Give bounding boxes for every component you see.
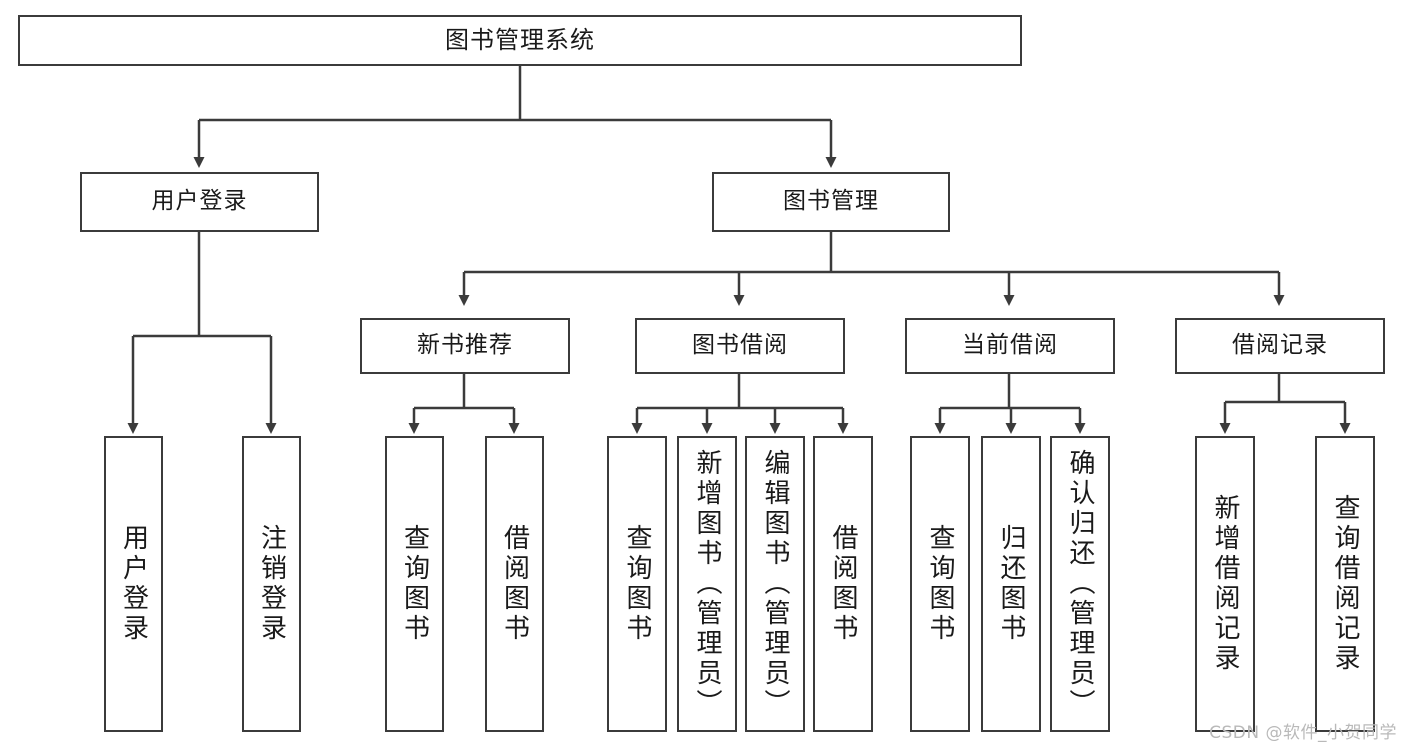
node-label: 归还图书 xyxy=(996,524,1026,644)
node-new-book-recommend[interactable]: 新书推荐 xyxy=(360,318,570,374)
node-label: 借阅图书 xyxy=(499,524,530,644)
node-label: 新增借阅记录 xyxy=(1210,494,1240,674)
leaf-borrow-borrow-book[interactable]: 借阅图书 xyxy=(813,436,873,732)
node-label: 图书管理 xyxy=(783,188,879,215)
node-user-login[interactable]: 用户登录 xyxy=(80,172,319,232)
leaf-record-query-record[interactable]: 查询借阅记录 xyxy=(1315,436,1375,732)
leaf-record-add-record[interactable]: 新增借阅记录 xyxy=(1195,436,1255,732)
node-label: 新书推荐 xyxy=(417,332,513,359)
node-current-borrow[interactable]: 当前借阅 xyxy=(905,318,1115,374)
node-label: 图书管理系统 xyxy=(445,26,595,55)
leaf-current-query-book[interactable]: 查询图书 xyxy=(910,436,970,732)
node-label: 图书借阅 xyxy=(692,332,788,359)
leaf-user-login-logout[interactable]: 注销登录 xyxy=(242,436,301,732)
node-label: 新增图书（管理员） xyxy=(692,449,722,719)
node-label: 注销登录 xyxy=(256,524,287,644)
node-label: 查询图书 xyxy=(399,524,430,644)
node-label: 用户登录 xyxy=(151,188,248,215)
leaf-borrow-edit-book-admin[interactable]: 编辑图书（管理员） xyxy=(745,436,805,732)
leaf-user-login-login[interactable]: 用户登录 xyxy=(104,436,163,732)
leaf-current-return-book[interactable]: 归还图书 xyxy=(981,436,1041,732)
node-label: 用户登录 xyxy=(118,524,149,644)
node-borrow-record[interactable]: 借阅记录 xyxy=(1175,318,1385,374)
csdn-watermark: CSDN @软件_小贺同学 xyxy=(1209,723,1397,743)
node-book-management[interactable]: 图书管理 xyxy=(712,172,950,232)
node-label: 查询图书 xyxy=(925,524,955,644)
node-label: 查询借阅记录 xyxy=(1330,494,1360,674)
leaf-new-book-query[interactable]: 查询图书 xyxy=(385,436,444,732)
node-label: 确认归还（管理员） xyxy=(1065,449,1095,719)
node-label: 借阅记录 xyxy=(1232,332,1328,359)
leaf-current-confirm-return-admin[interactable]: 确认归还（管理员） xyxy=(1050,436,1110,732)
node-label: 借阅图书 xyxy=(828,524,858,644)
leaf-borrow-add-book-admin[interactable]: 新增图书（管理员） xyxy=(677,436,737,732)
node-label: 当前借阅 xyxy=(962,332,1058,359)
node-label: 查询图书 xyxy=(622,524,652,644)
node-book-borrow[interactable]: 图书借阅 xyxy=(635,318,845,374)
leaf-borrow-query-book[interactable]: 查询图书 xyxy=(607,436,667,732)
node-label: 编辑图书（管理员） xyxy=(760,449,790,719)
leaf-new-book-borrow[interactable]: 借阅图书 xyxy=(485,436,544,732)
node-root-system[interactable]: 图书管理系统 xyxy=(18,15,1022,66)
